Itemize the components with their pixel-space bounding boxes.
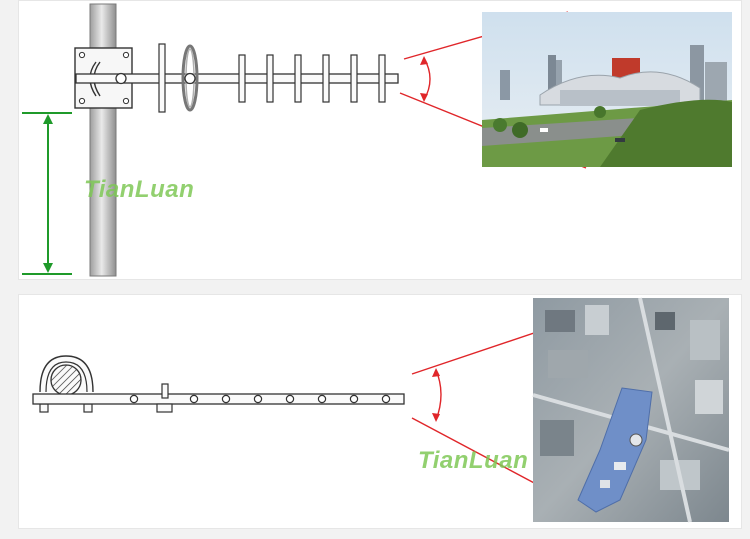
height-dimension-marker [22,112,72,275]
antenna-boom [75,73,399,84]
mast-pole [89,3,117,277]
boom-bolt-left [115,72,127,85]
aerial-city-photo [532,297,730,523]
driven-element [181,44,199,112]
element-mount-holes [129,394,391,404]
city-skyline-photo [482,12,732,167]
watermark-bottom: TianLuan [418,447,529,474]
watermark-top: TianLuan [84,176,195,203]
beam-angle-arrows-bottom [432,368,440,422]
beam-angle-arrows-top [420,56,428,102]
reflector-element [158,43,166,113]
director-elements [238,54,386,103]
antenna-boom-side-view [32,393,405,405]
pole-clamp-side-view [39,355,94,413]
feed-connector [156,383,173,413]
